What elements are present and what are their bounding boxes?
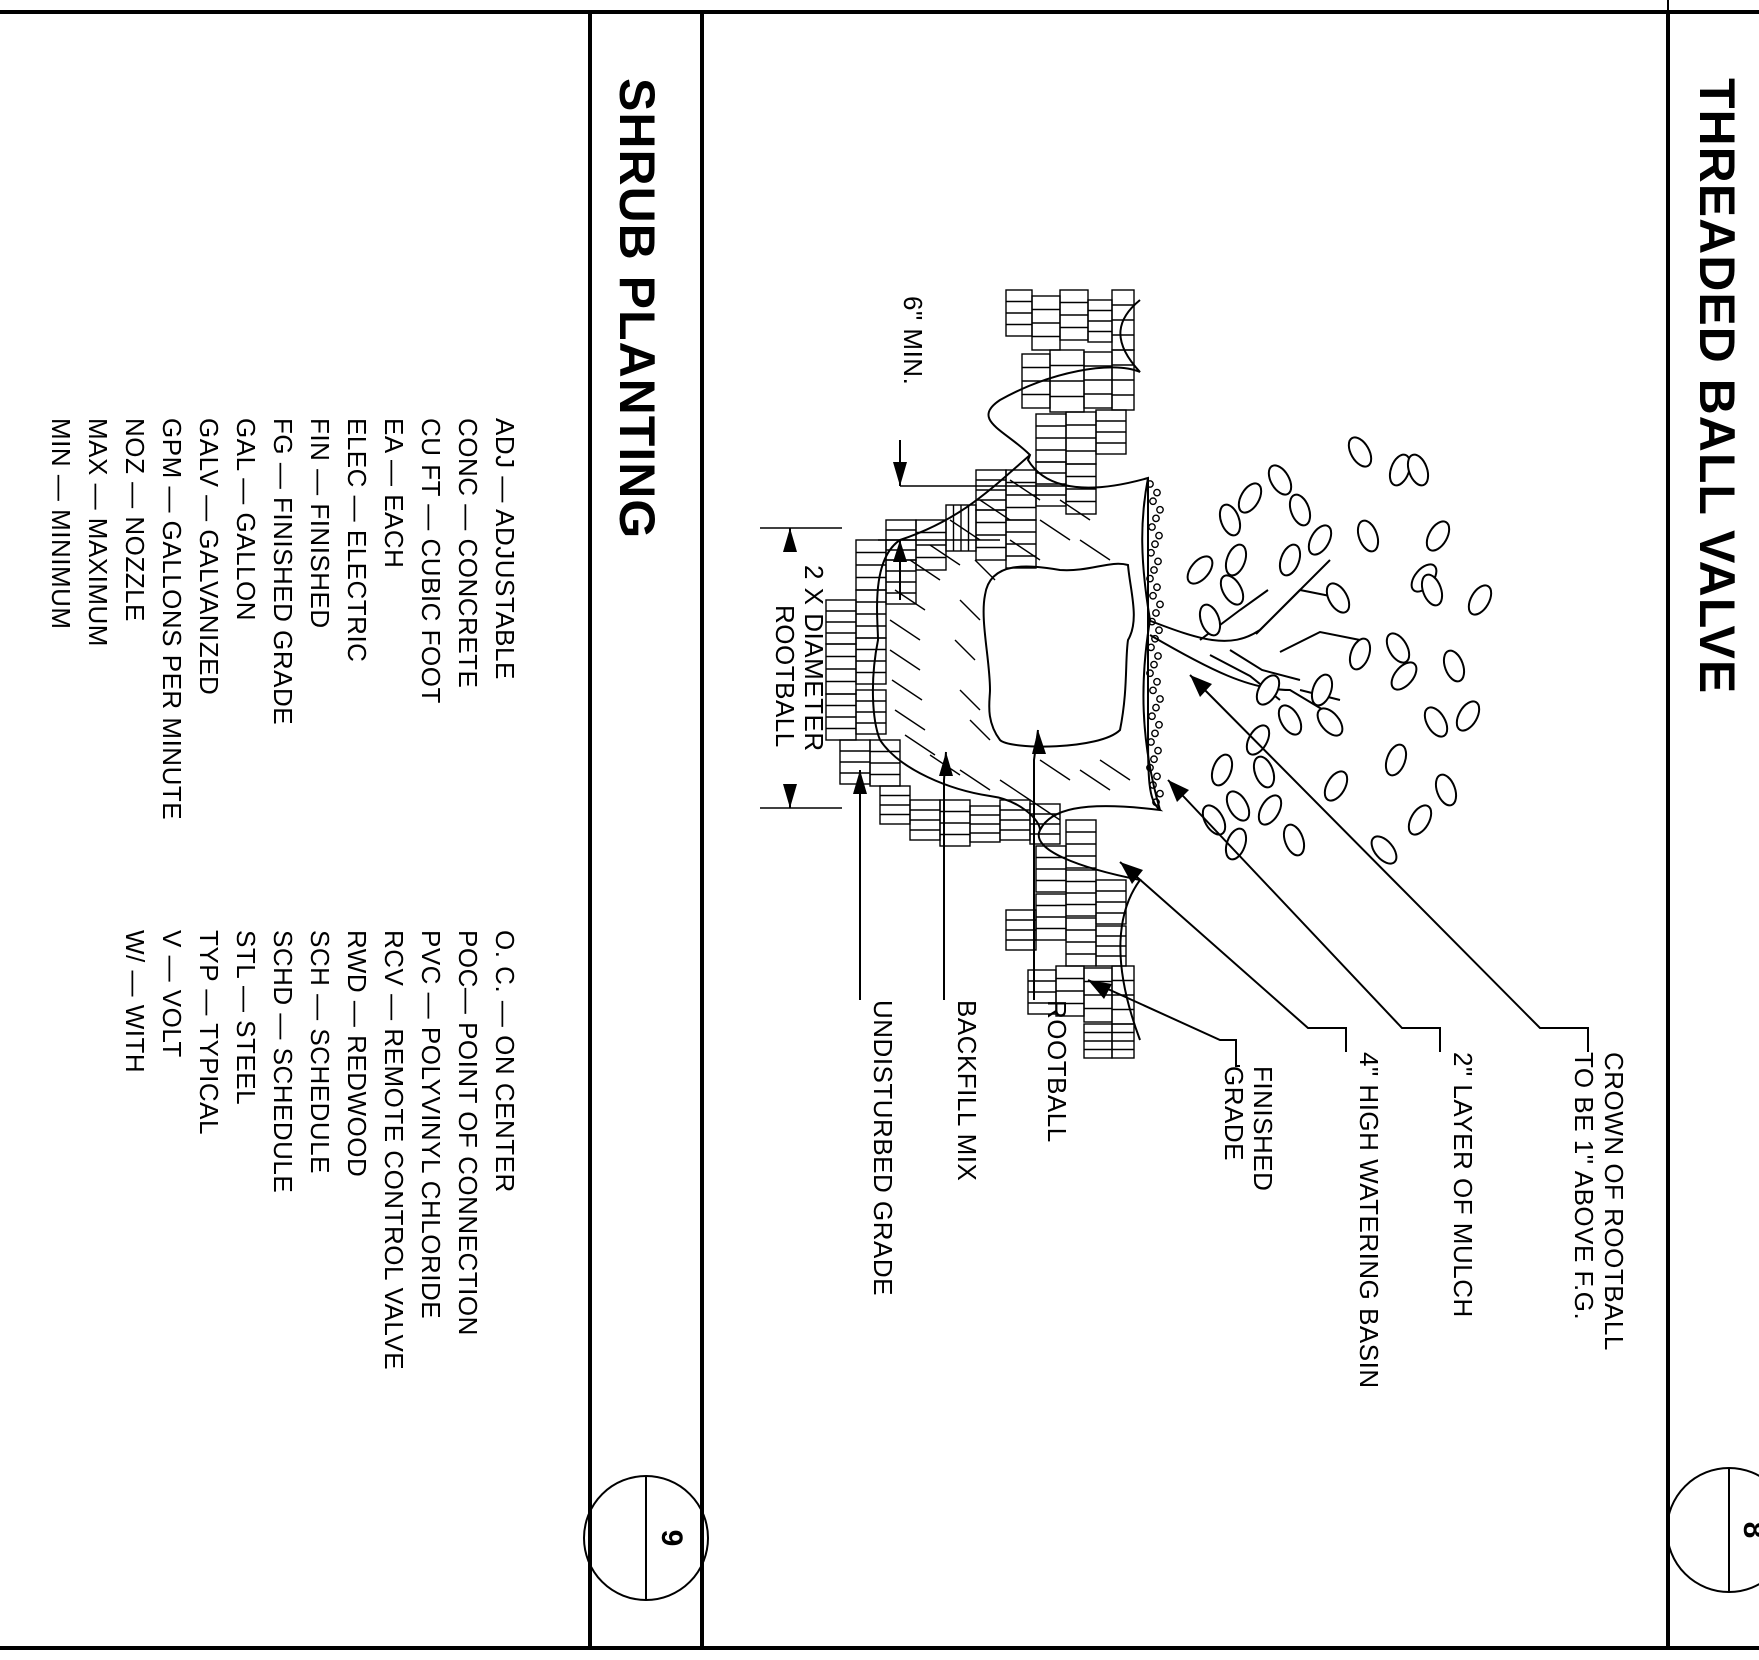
soil-texture	[825, 289, 1135, 1059]
shrub-planting-drawing: 6" MIN. 2 X DIAMETER ROOTBALL	[760, 289, 1629, 1389]
shrub-leaves	[1186, 436, 1493, 865]
abbreviation-left-item: CU FT — CUBIC FOOT	[416, 418, 446, 704]
abbreviation-left-item: EA — EACH	[379, 418, 409, 568]
rootball-label: ROOTBALL	[1042, 1000, 1072, 1143]
detail-9-number-bubble: 9	[583, 1475, 709, 1601]
abbreviation-left-item: GAL — GALLON	[231, 418, 261, 621]
finished-grade-line	[987, 299, 1164, 1041]
detail-9-title: SHRUB PLANTING	[609, 78, 665, 539]
callout-leaders	[853, 674, 1589, 1067]
detail-8-title-block: THREADED BALL VALVE 8	[1666, 78, 1759, 1593]
detail-8-number-bubble: 8	[1666, 1467, 1759, 1593]
abbreviation-right-item: POC— POINT OF CONNECTION	[453, 930, 483, 1336]
basin-label: 4" HIGH WATERING BASIN	[1354, 1052, 1384, 1389]
detail-8-title: THREADED BALL VALVE	[1689, 78, 1745, 694]
undisturbed-label: UNDISTURBED GRADE	[868, 1000, 898, 1296]
planting-pit-outline	[871, 454, 1041, 831]
finished-grade-label-line1: FINISHED	[1248, 1066, 1278, 1191]
finished-grade-label-line2: GRADE	[1219, 1066, 1249, 1161]
mulch-label: 2" LAYER OF MULCH	[1448, 1052, 1478, 1318]
abbreviation-right-item: RWD — REDWOOD	[342, 930, 372, 1177]
callout-labels: CROWN OF ROOTBALL TO BE 1" ABOVE F.G. 2"…	[868, 1000, 1629, 1389]
backfill-label: BACKFILL MIX	[952, 1000, 982, 1181]
abbreviation-left-item: FG — FINISHED GRADE	[268, 418, 298, 725]
backfill-hatch	[889, 479, 1131, 821]
soil-hatch-lines	[826, 300, 1134, 1051]
abbreviation-right-item: O. C. — ON CENTER	[490, 930, 520, 1193]
min-depth-dimension: 6" MIN.	[878, 296, 1070, 600]
abbreviation-right-item: SCH — SCHEDULE	[305, 930, 335, 1174]
abbreviation-left-item: ADJ — ADJUSTABLE	[490, 418, 520, 680]
rootball-outline	[982, 562, 1135, 748]
crown-label-line1: CROWN OF ROOTBALL	[1599, 1052, 1629, 1351]
min-depth-label: 6" MIN.	[898, 296, 928, 385]
diameter-label-line2: ROOTBALL	[770, 605, 800, 748]
abbreviation-left-item: MAX — MAXIMUM	[83, 418, 113, 647]
abbreviation-left-item: CONC — CONCRETE	[453, 418, 483, 688]
detail-9-number: 9	[655, 1530, 688, 1547]
abbreviation-right-item: RCV — REMOTE CONTROL VALVE	[379, 930, 409, 1370]
abbreviation-right-item: W/ — WITH	[120, 930, 150, 1073]
abbreviation-right-item: SCHD — SCHEDULE	[268, 930, 298, 1193]
diameter-dimension: 2 X DIAMETER ROOTBALL	[760, 527, 842, 809]
abbreviation-right-item: STL — STEEL	[231, 930, 261, 1105]
abbreviation-left-item: MIN — MINIMUM	[46, 418, 76, 630]
diameter-label-line1: 2 X DIAMETER	[799, 565, 829, 752]
abbreviation-left-item: FIN — FINISHED	[305, 418, 335, 629]
crown-label-line2: TO BE 1" ABOVE F.G.	[1569, 1052, 1599, 1320]
abbreviation-right-item: V — VOLT	[157, 930, 187, 1058]
abbreviation-left-item: NOZ — NOZZLE	[120, 418, 150, 622]
abbreviation-right-item: PVC — POLYVINYL CHLORIDE	[416, 930, 446, 1319]
abbreviation-left-item: GALV — GALVANIZED	[194, 418, 224, 695]
detail-8-number: 8	[1737, 1522, 1759, 1539]
abbreviation-left-item: ELEC — ELECTRIC	[342, 418, 372, 662]
mulch-dots	[1146, 480, 1164, 807]
detail-9-title-block: SHRUB PLANTING 9	[583, 78, 709, 1601]
abbreviation-left-item: GPM — GALLONS PER MINUTE	[157, 418, 187, 820]
abbreviation-right-item: TYP — TYPICAL	[194, 930, 224, 1135]
